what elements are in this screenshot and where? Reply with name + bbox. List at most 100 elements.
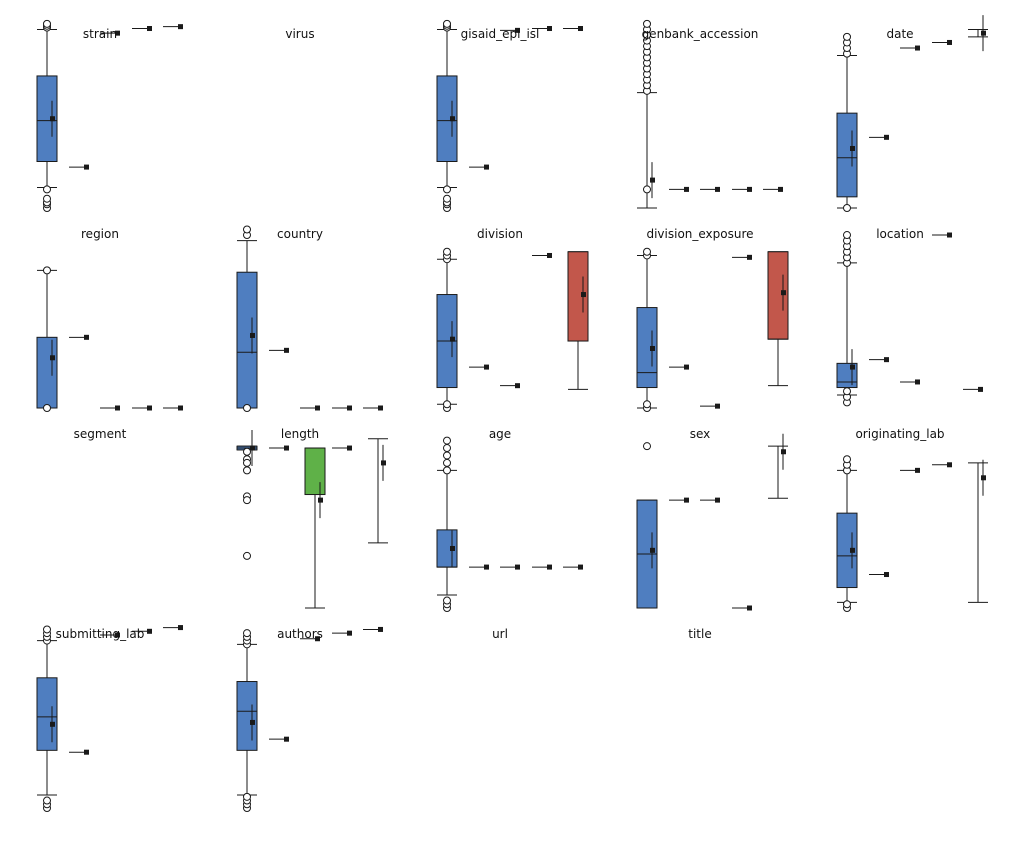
panel-1: virus (285, 27, 314, 41)
outlier-point (443, 194, 451, 203)
mean-marker (250, 445, 255, 451)
mean-marker (578, 26, 583, 32)
outlier-point (643, 442, 651, 451)
mean-marker (578, 564, 583, 570)
mean-marker (50, 721, 55, 727)
panel-title: country (277, 227, 323, 241)
mean-marker (347, 445, 352, 451)
panel-title: region (81, 227, 119, 241)
mean-marker (981, 30, 986, 36)
outlier-point (443, 596, 451, 605)
outlier-point (243, 225, 251, 234)
mean-marker (650, 547, 655, 553)
panel-title: originating_lab (855, 427, 944, 441)
mean-marker (650, 177, 655, 183)
mean-marker (850, 145, 855, 151)
panel-10: segment (74, 427, 127, 441)
panel-title: authors (277, 627, 323, 641)
mean-marker (115, 30, 120, 36)
outlier-point (643, 19, 651, 28)
mean-marker (378, 626, 383, 632)
mean-marker (581, 292, 586, 298)
panel-title: virus (285, 27, 314, 41)
mean-marker (915, 467, 920, 473)
mean-marker (684, 497, 689, 503)
mean-marker (715, 186, 720, 192)
panel-title: gisaid_epi_isl (461, 27, 540, 41)
box-blue (36, 336, 58, 409)
panel-title: length (281, 427, 319, 441)
mean-marker (715, 403, 720, 409)
outlier-point (843, 231, 851, 240)
mean-marker (147, 405, 152, 411)
mean-marker (315, 636, 320, 642)
outlier-point (643, 400, 651, 409)
mean-marker (347, 630, 352, 636)
panel-18: title (688, 627, 711, 641)
panel-title: division (477, 227, 523, 241)
panel-15: submitting_lab (36, 625, 183, 812)
outlier-point (443, 466, 451, 475)
mean-marker (981, 475, 986, 481)
mean-marker (884, 357, 889, 363)
mean-marker (381, 460, 386, 466)
panel-13: sex (636, 427, 788, 611)
mean-marker (450, 116, 455, 122)
panel-title: division_exposure (646, 227, 753, 241)
outlier-point (643, 185, 651, 194)
panel-12: age (436, 427, 583, 612)
mean-marker (850, 547, 855, 553)
outlier-point (43, 625, 51, 634)
mean-marker (781, 290, 786, 296)
mean-marker (50, 355, 55, 361)
mean-marker (347, 405, 352, 411)
panel-4: date (836, 15, 988, 212)
panel-title: segment (74, 427, 127, 441)
box-blue (636, 307, 658, 389)
mean-marker (450, 545, 455, 551)
mean-marker (178, 405, 183, 411)
mean-marker (484, 164, 489, 170)
outlier-point (643, 247, 651, 256)
outlier-point (443, 458, 451, 467)
panel-title: strain (83, 27, 117, 41)
outlier-point (843, 455, 851, 464)
panel-14: originating_lab (836, 427, 988, 612)
mean-marker (547, 564, 552, 570)
mean-marker (947, 232, 952, 238)
outlier-point (43, 194, 51, 203)
outlier-point (243, 458, 251, 467)
panel-5: region (36, 227, 183, 412)
panel-title: age (489, 427, 511, 441)
mean-marker (515, 27, 520, 33)
mean-marker (250, 332, 255, 338)
mean-marker (50, 116, 55, 122)
mean-marker (884, 572, 889, 578)
mean-marker (84, 749, 89, 755)
panel-title: sex (690, 427, 711, 441)
mean-marker (178, 625, 183, 631)
panel-3: genbank_accession (637, 19, 783, 209)
outlier-point (843, 387, 851, 396)
box-blue (236, 681, 258, 751)
mean-marker (781, 449, 786, 455)
box-blue (436, 75, 458, 162)
mean-marker (250, 719, 255, 725)
box-green (304, 447, 326, 496)
mean-marker (515, 564, 520, 570)
box-blue (836, 512, 858, 589)
panel-7: division (436, 227, 589, 412)
box-blue (836, 112, 858, 198)
outlier-point (443, 247, 451, 256)
mean-marker (747, 254, 752, 260)
mean-marker (178, 24, 183, 30)
mean-marker (284, 445, 289, 451)
mean-marker (115, 405, 120, 411)
mean-marker (915, 45, 920, 51)
mean-marker (778, 186, 783, 192)
mean-marker (84, 164, 89, 170)
outlier-point (243, 496, 251, 505)
mean-marker (315, 405, 320, 411)
mean-marker (978, 386, 983, 392)
